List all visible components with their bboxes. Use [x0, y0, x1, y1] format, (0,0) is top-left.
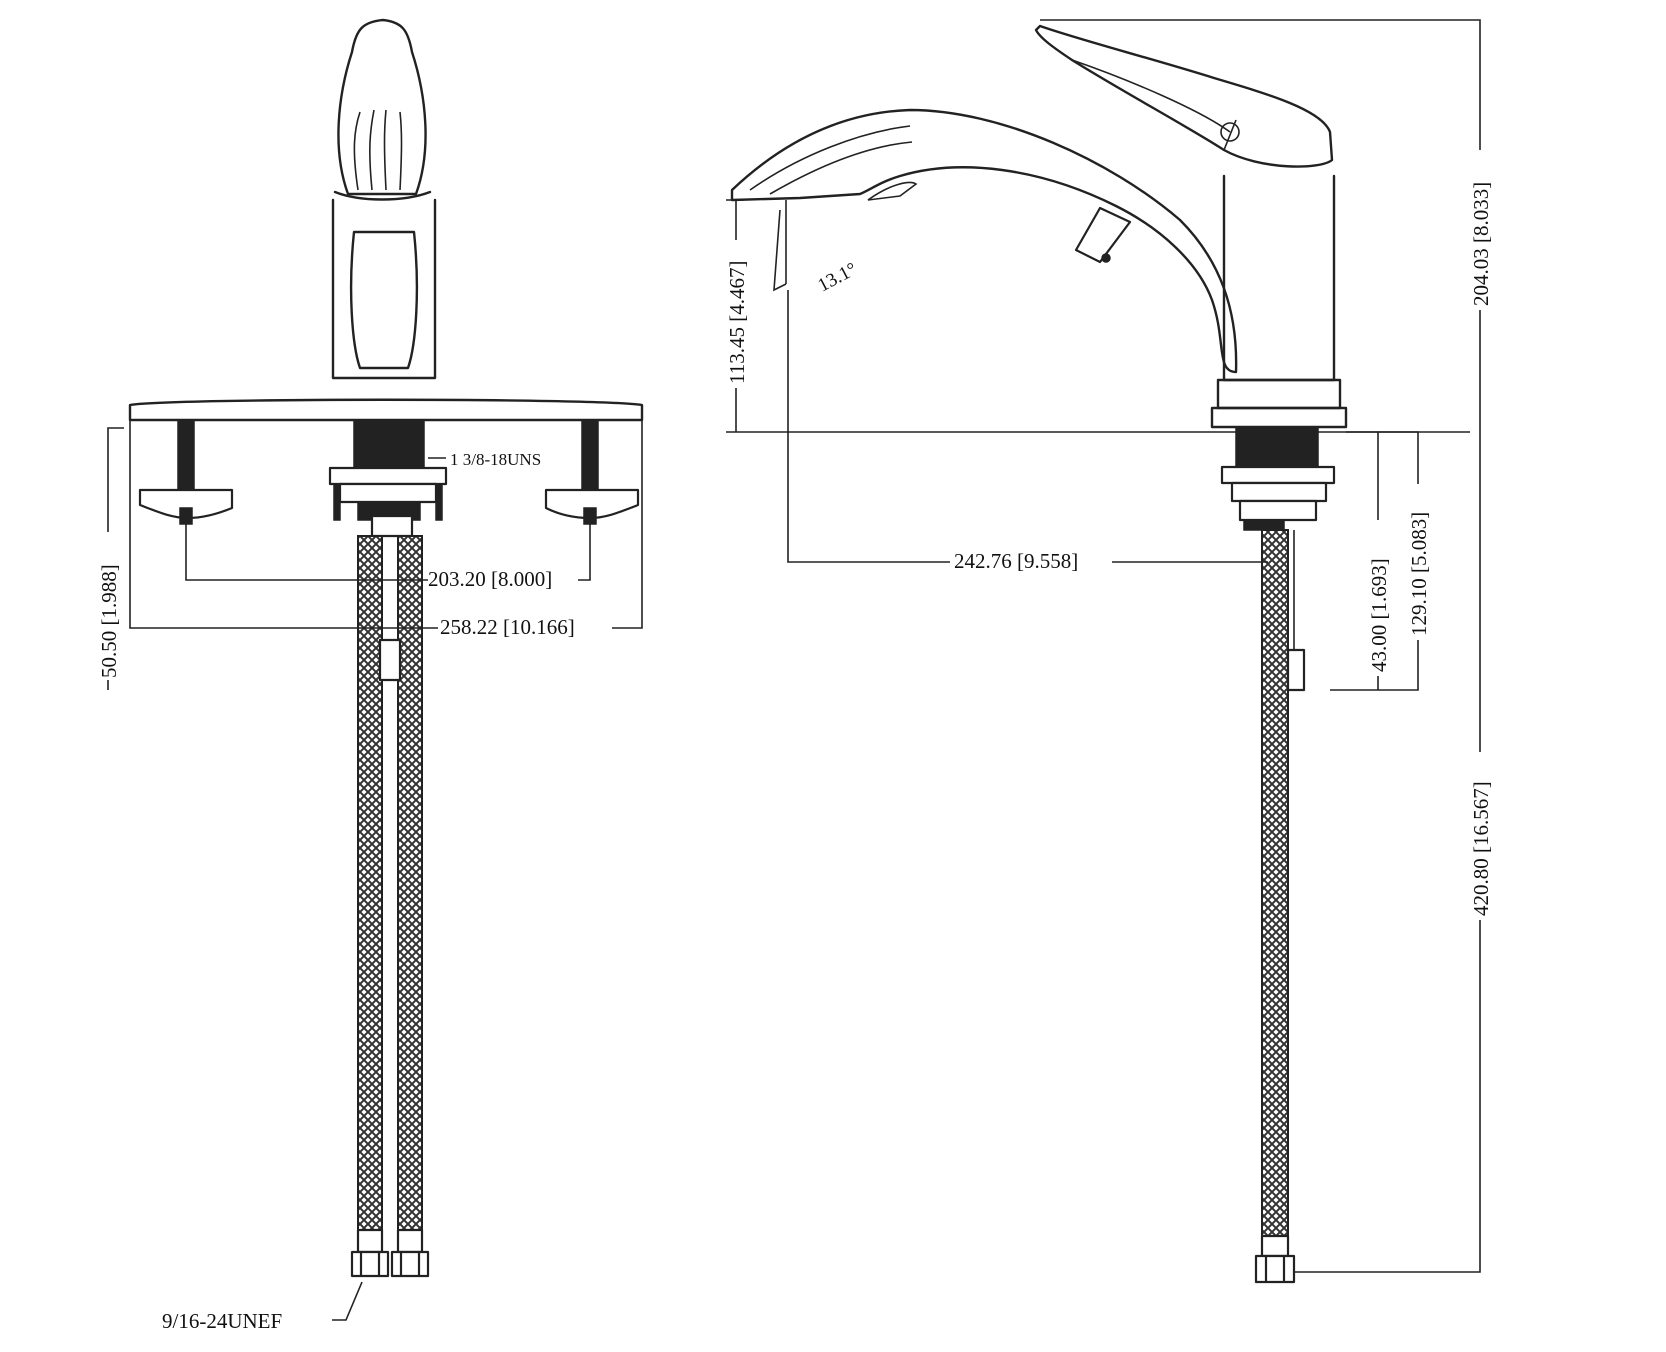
front-shank — [353, 419, 425, 469]
side-body-base — [1216, 378, 1342, 410]
tilt-angle-lines — [773, 200, 787, 292]
front-hose-nut-left — [350, 1250, 390, 1278]
side-shank — [1235, 426, 1319, 468]
side-spout-button — [1101, 253, 1111, 263]
front-shank-bolts — [333, 483, 443, 521]
side-shank-washer — [1230, 481, 1328, 503]
plate-width-dim — [129, 420, 643, 629]
side-spout-grooves — [749, 125, 913, 195]
side-shank-clamp — [1238, 499, 1318, 522]
shank-long-label: 129.10 [5.083] — [1407, 512, 1431, 636]
side-body — [1222, 174, 1336, 382]
hose-length-label: 420.80 [16.567] — [1469, 781, 1493, 916]
side-view: 113.45 [4.467] 13.1° 242.76 [9.558] 204.… — [725, 19, 1493, 1284]
front-stud-left — [177, 419, 195, 493]
front-hose-fitting — [370, 514, 414, 538]
side-lever-detail — [1071, 59, 1237, 151]
front-stud-right — [581, 419, 599, 493]
overall-height-label: 204.03 [8.033] — [1469, 182, 1493, 306]
front-body — [331, 198, 437, 380]
front-handle-ribs — [353, 109, 403, 191]
supply-thread-leader — [332, 1281, 363, 1321]
front-view: 1 3/8-18UNS 203.20 [8.000] 258.22 [10.16… — [97, 18, 644, 1333]
side-spout-outlet — [867, 181, 918, 201]
side-spout-sprayer-joint — [1074, 206, 1132, 264]
side-hose-collar — [1260, 1234, 1290, 1258]
shank-short-label: 43.00 [1.693] — [1367, 558, 1391, 672]
side-spout — [730, 108, 1238, 374]
hose-length-dim — [1294, 432, 1481, 1273]
plate-width-label: 258.22 [10.166] — [440, 615, 575, 639]
front-hose-clip — [378, 638, 402, 682]
overall-height-dim — [1040, 19, 1481, 432]
side-lever-pivot — [1220, 122, 1240, 142]
front-stud-tip-right — [583, 507, 597, 525]
center-spacing-dim — [185, 524, 591, 581]
supply-thread-label: 9/16-24UNEF — [162, 1309, 282, 1333]
side-shank-stub — [1243, 519, 1285, 531]
front-shank-nut — [328, 466, 448, 486]
tilt-angle-label: 13.1° — [814, 259, 860, 297]
side-base-plate — [1210, 406, 1348, 429]
front-hose-right — [397, 535, 423, 1232]
shank-long-dim — [1378, 431, 1419, 691]
plate-depth-dim — [107, 427, 124, 690]
front-hose-collar-left — [356, 1228, 384, 1254]
front-handle-rim — [333, 190, 432, 201]
front-handle — [337, 18, 427, 196]
side-hose-clip — [1286, 648, 1306, 692]
spout-height-label: 113.45 [4.467] — [725, 261, 749, 384]
side-hose — [1261, 529, 1289, 1237]
side-shank-nut — [1220, 465, 1336, 485]
front-deck-plate — [128, 398, 644, 422]
front-shank-washer — [338, 482, 438, 504]
front-hose-nut-right — [390, 1250, 430, 1278]
side-lever — [1034, 24, 1334, 168]
spout-height-dim — [726, 199, 744, 432]
center-spacing-label: 203.20 [8.000] — [428, 567, 552, 591]
thread-top-label: 1 3/8-18UNS — [450, 450, 541, 469]
spout-reach-label: 242.76 [9.558] — [954, 549, 1078, 573]
front-body-window — [349, 230, 419, 370]
plate-depth-label: 50.50 [1.988] — [97, 564, 121, 678]
spout-reach-dim — [787, 290, 1268, 563]
front-stud-tip-left — [179, 507, 193, 525]
side-hose-nut — [1254, 1254, 1296, 1284]
front-hose-left — [357, 535, 383, 1232]
front-hose-collar-right — [396, 1228, 424, 1254]
